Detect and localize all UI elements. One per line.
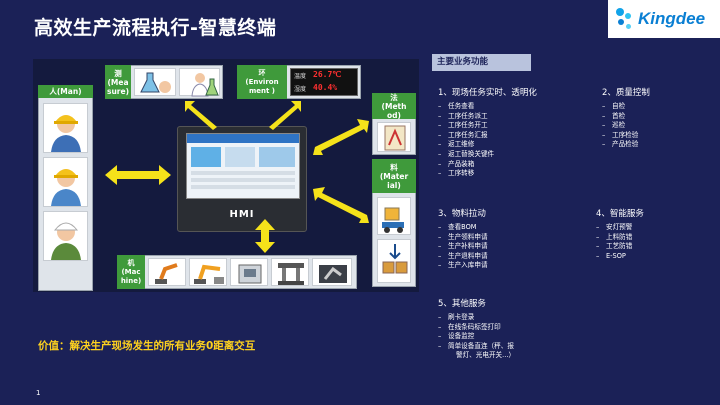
material-boxes-icon [377, 239, 411, 283]
list-item: 工序任务开工 [438, 121, 537, 131]
material-label: 料 (Mater ial) [372, 159, 416, 193]
list-item: 首检 [602, 112, 650, 122]
arrow-man-icon [105, 165, 171, 185]
machine-robot-icon-2 [189, 258, 227, 286]
hmi-screen [186, 133, 300, 199]
list-item: 查看BOM [438, 223, 488, 233]
list-item: 生产补料申请 [438, 242, 488, 252]
function-group-4: 4、智能服务 安灯预警 上料防错 工艺防错 E-SOP [596, 207, 644, 261]
list-item: 巡检 [602, 121, 650, 131]
logo-dots-icon [614, 5, 636, 33]
method-document-icon [377, 122, 411, 152]
environment-label: 环 (Environ ment ) [237, 65, 287, 99]
list-item: 生产领料申请 [438, 233, 488, 243]
list-item: 工序转移 [438, 169, 537, 179]
page-title: 高效生产流程执行-智慧终端 [34, 17, 277, 39]
humidity-value: 40.4% [313, 83, 338, 92]
hmi-terminal: HMI [177, 126, 307, 232]
environment-label-text: 环 (Environ ment ) [245, 68, 279, 95]
machine-label: 机 (Mac hine) [117, 255, 145, 289]
function-group-2: 2、质量控制 自检 首检 巡检 工序检验 产品检验 [602, 86, 650, 150]
list-item: 在线条码标签打印 [438, 323, 515, 333]
list-item: 生产退料申请 [438, 252, 488, 262]
arrow-environment-icon [269, 101, 301, 130]
thermometer-display: 温度 26.7℃ 湿度 40.4% [290, 68, 358, 96]
list-item: 自检 [602, 102, 650, 112]
temp-label: 温度 [294, 73, 307, 80]
humidity-label: 湿度 [294, 86, 307, 93]
list-item: 生产入库申请 [438, 261, 488, 271]
temp-value: 26.7℃ [313, 70, 342, 79]
function-group-3: 3、物料拉动 查看BOM 生产领料申请 生产补料申请 生产退料申请 生产入库申请 [438, 207, 488, 271]
function-group-title: 4、智能服务 [596, 209, 644, 219]
list-item: 刷卡登录 [438, 313, 515, 323]
list-item: 返工维修 [438, 140, 537, 150]
functions-section-title: 主要业务功能 [432, 54, 531, 71]
measure-lab-icon [179, 68, 220, 97]
value-statement: 价值：解决生产现场发生的所有业务0距离交互 [38, 340, 256, 352]
method-label: 法 (Meth od) [372, 92, 416, 120]
list-item: 任务查看 [438, 102, 537, 112]
worker-icon-1 [43, 103, 88, 153]
list-item: 设备监控 [438, 332, 515, 342]
list-item: 工序检验 [602, 131, 650, 141]
function-group-title: 2、质量控制 [602, 88, 650, 98]
machine-arm-icon [312, 258, 352, 286]
arrow-method-icon [313, 119, 369, 155]
arrow-machine-icon [255, 219, 275, 253]
function-group-5: 5、其他服务 刷卡登录 在线条码标签打印 设备监控 简单设备直连（秤、报 警灯、… [438, 297, 515, 361]
list-item: 返工替换关键件 [438, 150, 537, 160]
method-label-text: 法 (Meth od) [381, 92, 407, 120]
machine-robot-icon-1 [148, 258, 186, 286]
measure-flask-icon [134, 68, 176, 96]
hmi-label: HMI [229, 209, 255, 220]
list-item: 工序任务派工 [438, 112, 537, 122]
page-number: 1 [36, 389, 41, 397]
material-forklift-icon [377, 197, 411, 235]
measure-label: 测 (Mea sure) [105, 65, 131, 99]
list-item: 产品装箱 [438, 160, 537, 170]
machine-label-text: 机 (Mac hine) [120, 258, 142, 285]
logo-text: Kingdee [638, 9, 706, 28]
worker-icon-2 [43, 157, 88, 207]
list-item: 安灯预警 [596, 223, 644, 233]
machine-cnc-icon [230, 258, 268, 286]
arrow-material-icon [313, 187, 369, 223]
arrow-measure-icon [185, 101, 217, 130]
material-label-text: 料 (Mater ial) [379, 162, 409, 190]
function-group-title: 1、现场任务实时、透明化 [438, 88, 537, 98]
list-item: E-SOP [596, 252, 644, 262]
kingdee-logo: Kingdee [608, 0, 720, 38]
function-group-1: 1、现场任务实时、透明化 任务查看 工序任务派工 工序任务开工 工序任务汇报 返… [438, 86, 537, 179]
list-item: 警灯、光电开关...） [456, 351, 516, 360]
machine-press-icon [271, 258, 309, 286]
man-label: 人(Man) [38, 85, 93, 98]
list-item: 简单设备直连（秤、报 [438, 342, 515, 352]
list-item: 产品检验 [602, 140, 650, 150]
list-item: 工序任务汇报 [438, 131, 537, 141]
list-item: 工艺防错 [596, 242, 644, 252]
list-item: 上料防错 [596, 233, 644, 243]
function-group-title: 3、物料拉动 [438, 209, 486, 219]
worker-icon-3 [43, 211, 88, 261]
measure-label-text: 测 (Mea sure) [106, 68, 130, 96]
function-group-title: 5、其他服务 [438, 299, 486, 309]
hmi-diagram: 人(Man) 测 (Mea sure) 环 (Environ ment ) 温度… [33, 59, 419, 292]
